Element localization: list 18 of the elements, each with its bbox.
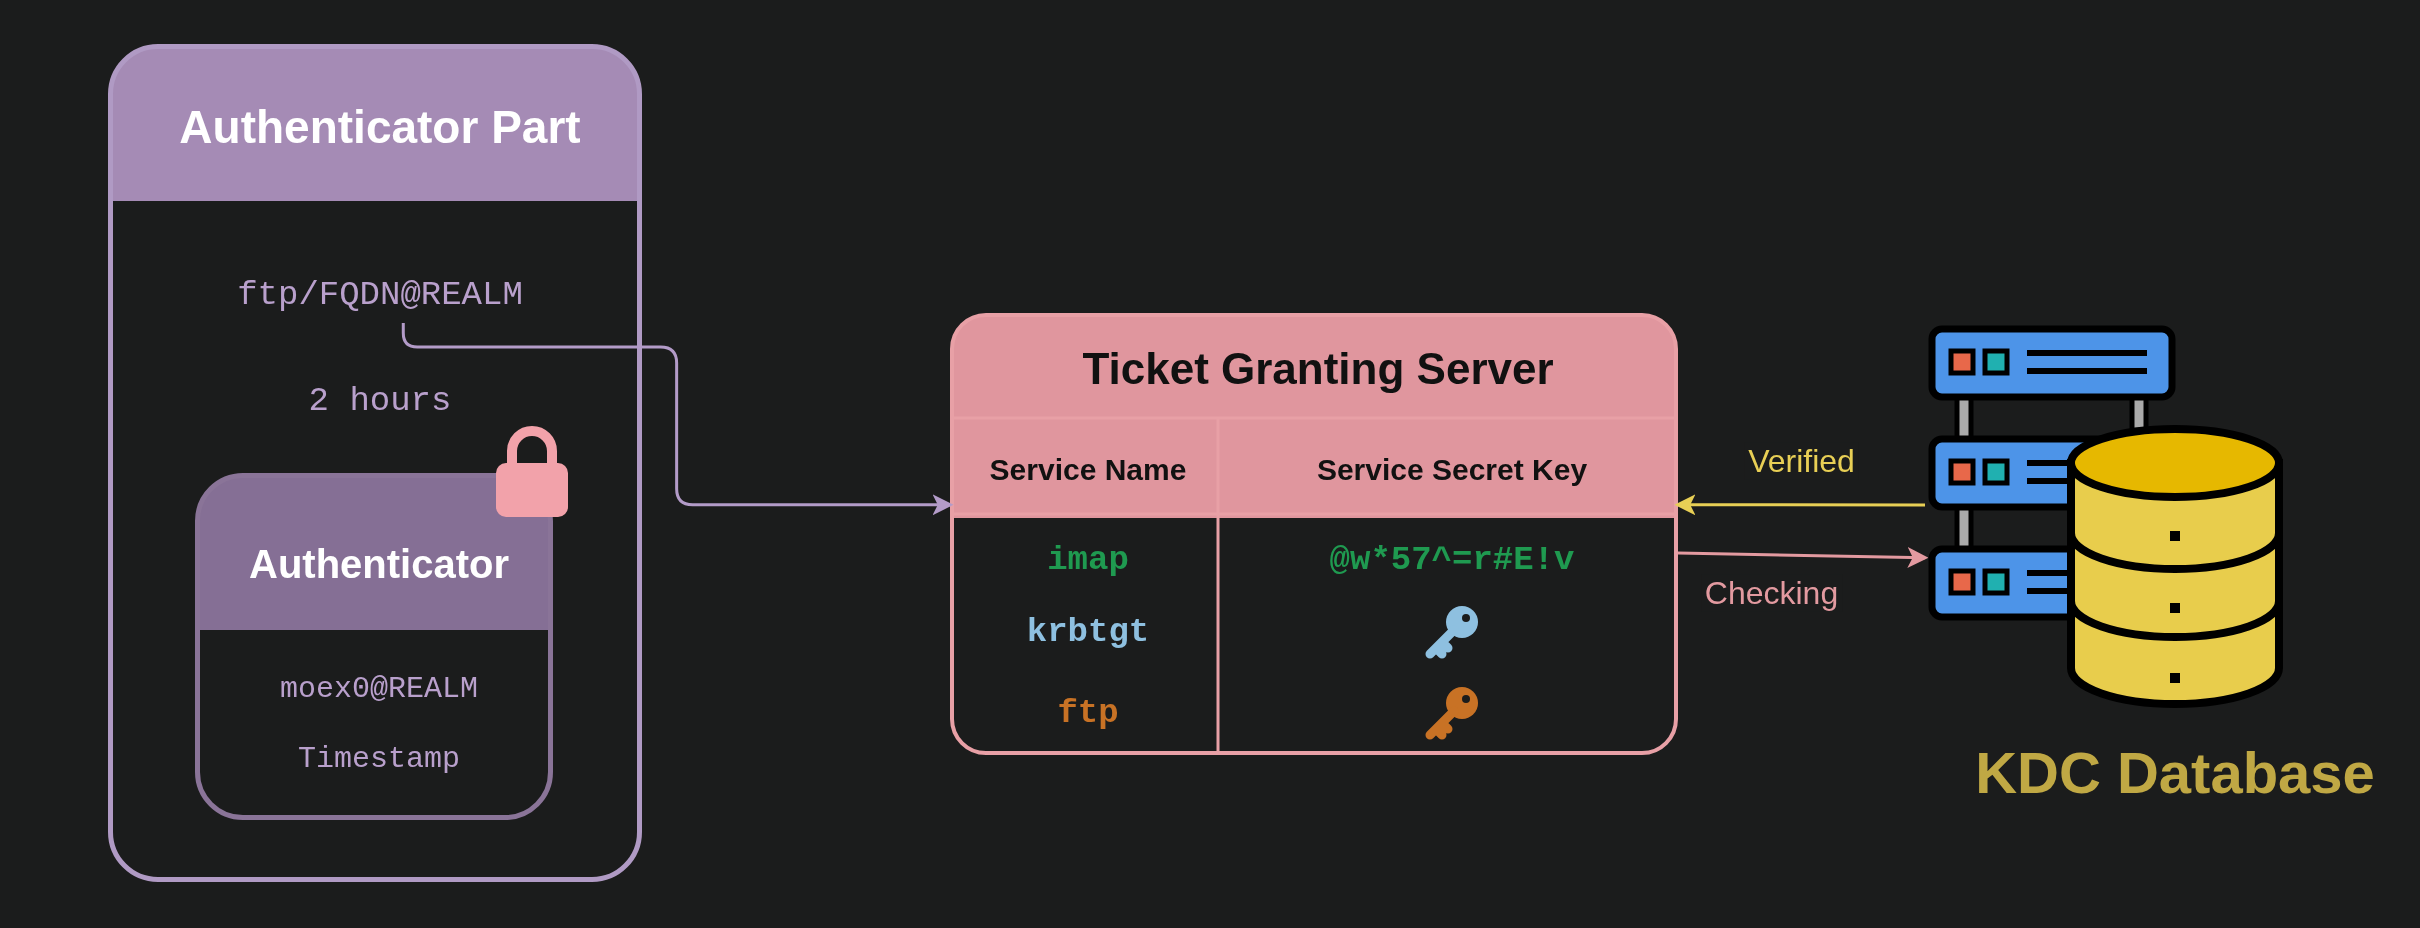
box-title: Ticket Granting Server [1082,344,1554,394]
column-header: Service Secret Key [1316,453,1588,487]
principal-text: ftp/FQDN@REALM [237,276,523,314]
duration-text: 2 hours [308,382,452,420]
timestamp-text: Timestamp [298,742,460,776]
box-title: Authenticator [249,541,509,587]
service-name: ftp [1057,694,1119,732]
principal-text: moex0@REALM [280,672,478,706]
database-label: KDC Database [1975,738,2375,806]
secret-key-text: @w*57^=r#E!v [1329,541,1575,579]
service-name: imap [1047,541,1129,579]
arrow [1674,494,1925,516]
group-title: Authenticator Part [179,100,581,154]
server-table-box [950,313,1678,755]
service-name: krbtgt [1026,613,1150,651]
arrow [1677,546,1929,568]
column-header: Service Name [989,453,1187,487]
group-box [108,44,642,882]
